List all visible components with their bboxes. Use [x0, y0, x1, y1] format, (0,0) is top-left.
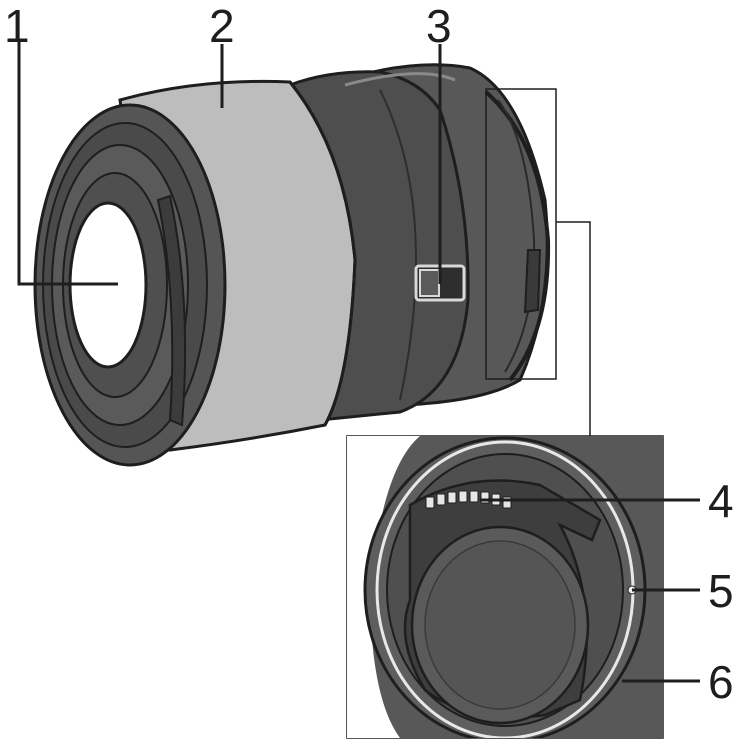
- detail-frame: [485, 88, 557, 380]
- leader-1: [17, 40, 118, 286]
- leader-lines: [17, 40, 700, 683]
- callout-2: 2: [209, 0, 235, 52]
- callout-4: 4: [708, 475, 734, 527]
- callout-5: 5: [708, 565, 734, 617]
- callout-6: 6: [708, 656, 734, 708]
- callout-1: 1: [4, 0, 30, 52]
- callout-3: 3: [426, 0, 452, 52]
- rear-view-inset: [346, 435, 664, 739]
- detail-connector: [556, 221, 591, 436]
